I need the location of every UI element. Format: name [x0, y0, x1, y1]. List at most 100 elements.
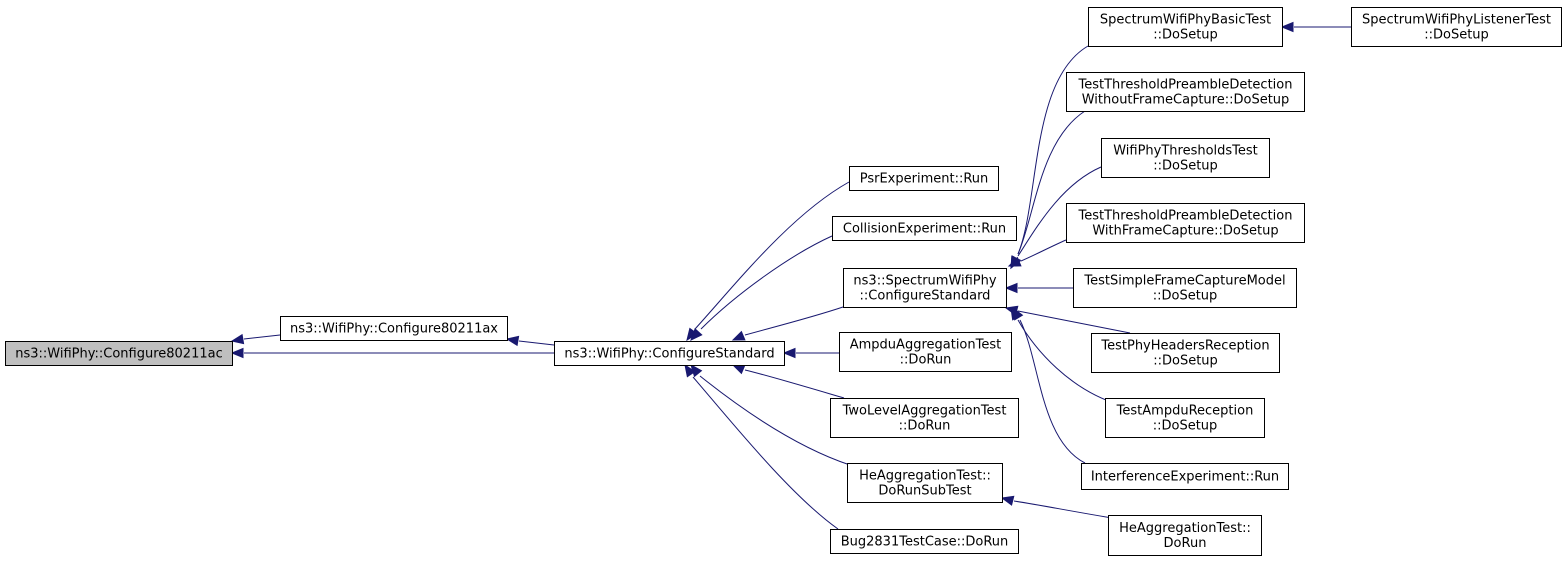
node-phyThresholds[interactable]: WifiPhyThresholdsTest::DoSetup — [1101, 138, 1270, 178]
node-label: ns3::WifiPhy::Configure80211ac — [15, 347, 222, 362]
node-box — [832, 216, 1017, 241]
edge-line — [744, 306, 844, 336]
node-configureStandard[interactable]: ns3::WifiPhy::ConfigureStandard — [554, 341, 785, 366]
node-thresholdWith[interactable]: TestThresholdPreambleDetectionWithFrameC… — [1066, 203, 1305, 243]
edge-configureStandard-to-configure80211ax — [505, 335, 555, 347]
node-spectrumListener[interactable]: SpectrumWifiPhyListenerTest::DoSetup — [1351, 7, 1562, 47]
node-collisionRun[interactable]: CollisionExperiment::Run — [832, 216, 1017, 241]
node-spectrumConfigure[interactable]: ns3::SpectrumWifiPhy::ConfigureStandard — [843, 268, 1007, 308]
edge-arrowhead — [684, 363, 696, 378]
node-label: ns3::WifiPhy::ConfigureStandard — [564, 347, 774, 362]
node-thresholdWithout[interactable]: TestThresholdPreambleDetectionWithoutFra… — [1066, 72, 1305, 112]
node-ampduAggregation[interactable]: AmpduAggregationTest::DoRun — [839, 332, 1012, 372]
node-box — [1105, 398, 1265, 438]
node-box — [1101, 138, 1270, 178]
node-label: ns3::SpectrumWifiPhy — [853, 274, 996, 289]
edge-arrowhead — [230, 333, 245, 345]
node-box — [847, 463, 1003, 503]
edge-line — [518, 340, 555, 346]
node-box — [1108, 515, 1262, 556]
node-label: WithoutFrameCapture::DoSetup — [1082, 93, 1290, 108]
edge-configure80211ax-to-configure80211ac — [230, 333, 281, 345]
node-label: ::DoSetup — [1153, 419, 1218, 434]
node-simpleFrameCapture[interactable]: TestSimpleFrameCaptureModel::DoSetup — [1073, 268, 1297, 308]
edge-heAggregationRun-to-heAggregationSub — [1000, 495, 1113, 519]
node-label: CollisionExperiment::Run — [843, 222, 1006, 237]
edge-line — [1017, 45, 1089, 255]
edge-line — [694, 181, 850, 330]
edge-line — [692, 376, 839, 530]
node-label: ::DoSetup — [1153, 354, 1218, 369]
node-box — [5, 341, 233, 366]
edge-arrowhead — [731, 330, 746, 341]
edge-line — [1013, 500, 1113, 519]
node-box — [554, 341, 785, 366]
node-configure80211ax[interactable]: ns3::WifiPhy::Configure80211ax — [280, 316, 508, 341]
node-box — [843, 268, 1007, 308]
edge-line — [1020, 239, 1067, 262]
edge-line — [700, 235, 833, 330]
edge-spectrumConfigure-to-configureStandard — [731, 306, 844, 341]
edge-line — [1017, 166, 1102, 257]
node-configure80211ac[interactable]: ns3::WifiPhy::Configure80211ac — [5, 341, 233, 366]
node-heAggregationSub[interactable]: HeAggregationTest::DoRunSubTest — [847, 463, 1003, 503]
node-label: TwoLevelAggregationTest — [842, 404, 1007, 419]
node-label: WithFrameCapture::DoSetup — [1092, 224, 1278, 239]
edge-arrowhead — [1007, 256, 1022, 267]
node-heAggregationRun[interactable]: HeAggregationTest::DoRun — [1108, 515, 1262, 556]
node-spectrumBasic[interactable]: SpectrumWifiPhyBasicTest::DoSetup — [1088, 7, 1283, 47]
node-label: TestPhyHeadersReception — [1100, 339, 1269, 354]
edge-collisionRun-to-configureStandard — [690, 235, 833, 341]
node-twoLevelAggregation[interactable]: TwoLevelAggregationTest::DoRun — [830, 398, 1019, 438]
edge-arrowhead — [731, 364, 746, 375]
edge-thresholdWith-to-spectrumConfigure — [1007, 239, 1067, 267]
node-box — [1081, 463, 1289, 490]
edge-simpleFrameCapture-to-spectrumConfigure — [1004, 282, 1073, 294]
node-label: DoRun — [1164, 536, 1207, 551]
node-psrRun[interactable]: PsrExperiment::Run — [849, 166, 999, 191]
node-box — [830, 398, 1019, 438]
edge-thresholdWithout-to-spectrumConfigure — [1010, 110, 1086, 270]
node-label: ::DoSetup — [1153, 159, 1218, 174]
edge-arrowhead — [782, 347, 796, 359]
node-bug2831[interactable]: Bug2831TestCase::DoRun — [830, 529, 1019, 554]
edge-line — [243, 334, 281, 340]
edge-ampduAggregation-to-configureStandard — [782, 347, 839, 359]
edge-arrowhead — [1012, 306, 1024, 321]
node-label: ::ConfigureStandard — [860, 289, 991, 304]
node-box — [830, 529, 1019, 554]
node-label: TestThresholdPreambleDetection — [1078, 209, 1293, 224]
node-label: TestThresholdPreambleDetection — [1078, 78, 1293, 93]
edge-interferenceRun-to-spectrumConfigure — [1012, 306, 1086, 464]
node-box — [1073, 268, 1297, 308]
node-label: HeAggregationTest:: — [859, 469, 991, 484]
node-box — [849, 166, 999, 191]
node-box — [1066, 203, 1305, 243]
node-box — [1351, 7, 1562, 47]
edge-line — [699, 375, 851, 466]
node-label: ns3::WifiPhy::Configure80211ax — [290, 322, 498, 337]
node-box — [1091, 333, 1280, 373]
node-label: AmpduAggregationTest — [850, 338, 1001, 353]
edge-twoLevelAggregation-to-configureStandard — [731, 364, 845, 399]
node-ampduReception[interactable]: TestAmpduReception::DoSetup — [1105, 398, 1265, 438]
node-label: Bug2831TestCase::DoRun — [841, 535, 1009, 550]
node-label: ::DoRun — [900, 353, 952, 368]
edge-line — [1019, 319, 1086, 464]
edge-psrRun-to-configureStandard — [686, 181, 850, 342]
edge-line — [1017, 110, 1086, 255]
edge-configureStandard-to-configure80211ac — [230, 347, 554, 359]
edge-line — [1017, 310, 1131, 334]
node-label: SpectrumWifiPhyBasicTest — [1100, 13, 1271, 28]
edge-arrowhead — [230, 347, 244, 359]
node-label: PsrExperiment::Run — [860, 172, 989, 187]
node-interferenceRun[interactable]: InterferenceExperiment::Run — [1081, 463, 1289, 490]
edge-spectrumListener-to-spectrumBasic — [1280, 21, 1351, 33]
node-box — [1088, 7, 1283, 47]
node-box — [280, 316, 508, 341]
node-label: InterferenceExperiment::Run — [1091, 470, 1279, 485]
node-label: ::DoSetup — [1424, 28, 1489, 43]
node-phyHeaders[interactable]: TestPhyHeadersReception::DoSetup — [1091, 333, 1280, 373]
edge-phyHeaders-to-spectrumConfigure — [1004, 305, 1131, 334]
